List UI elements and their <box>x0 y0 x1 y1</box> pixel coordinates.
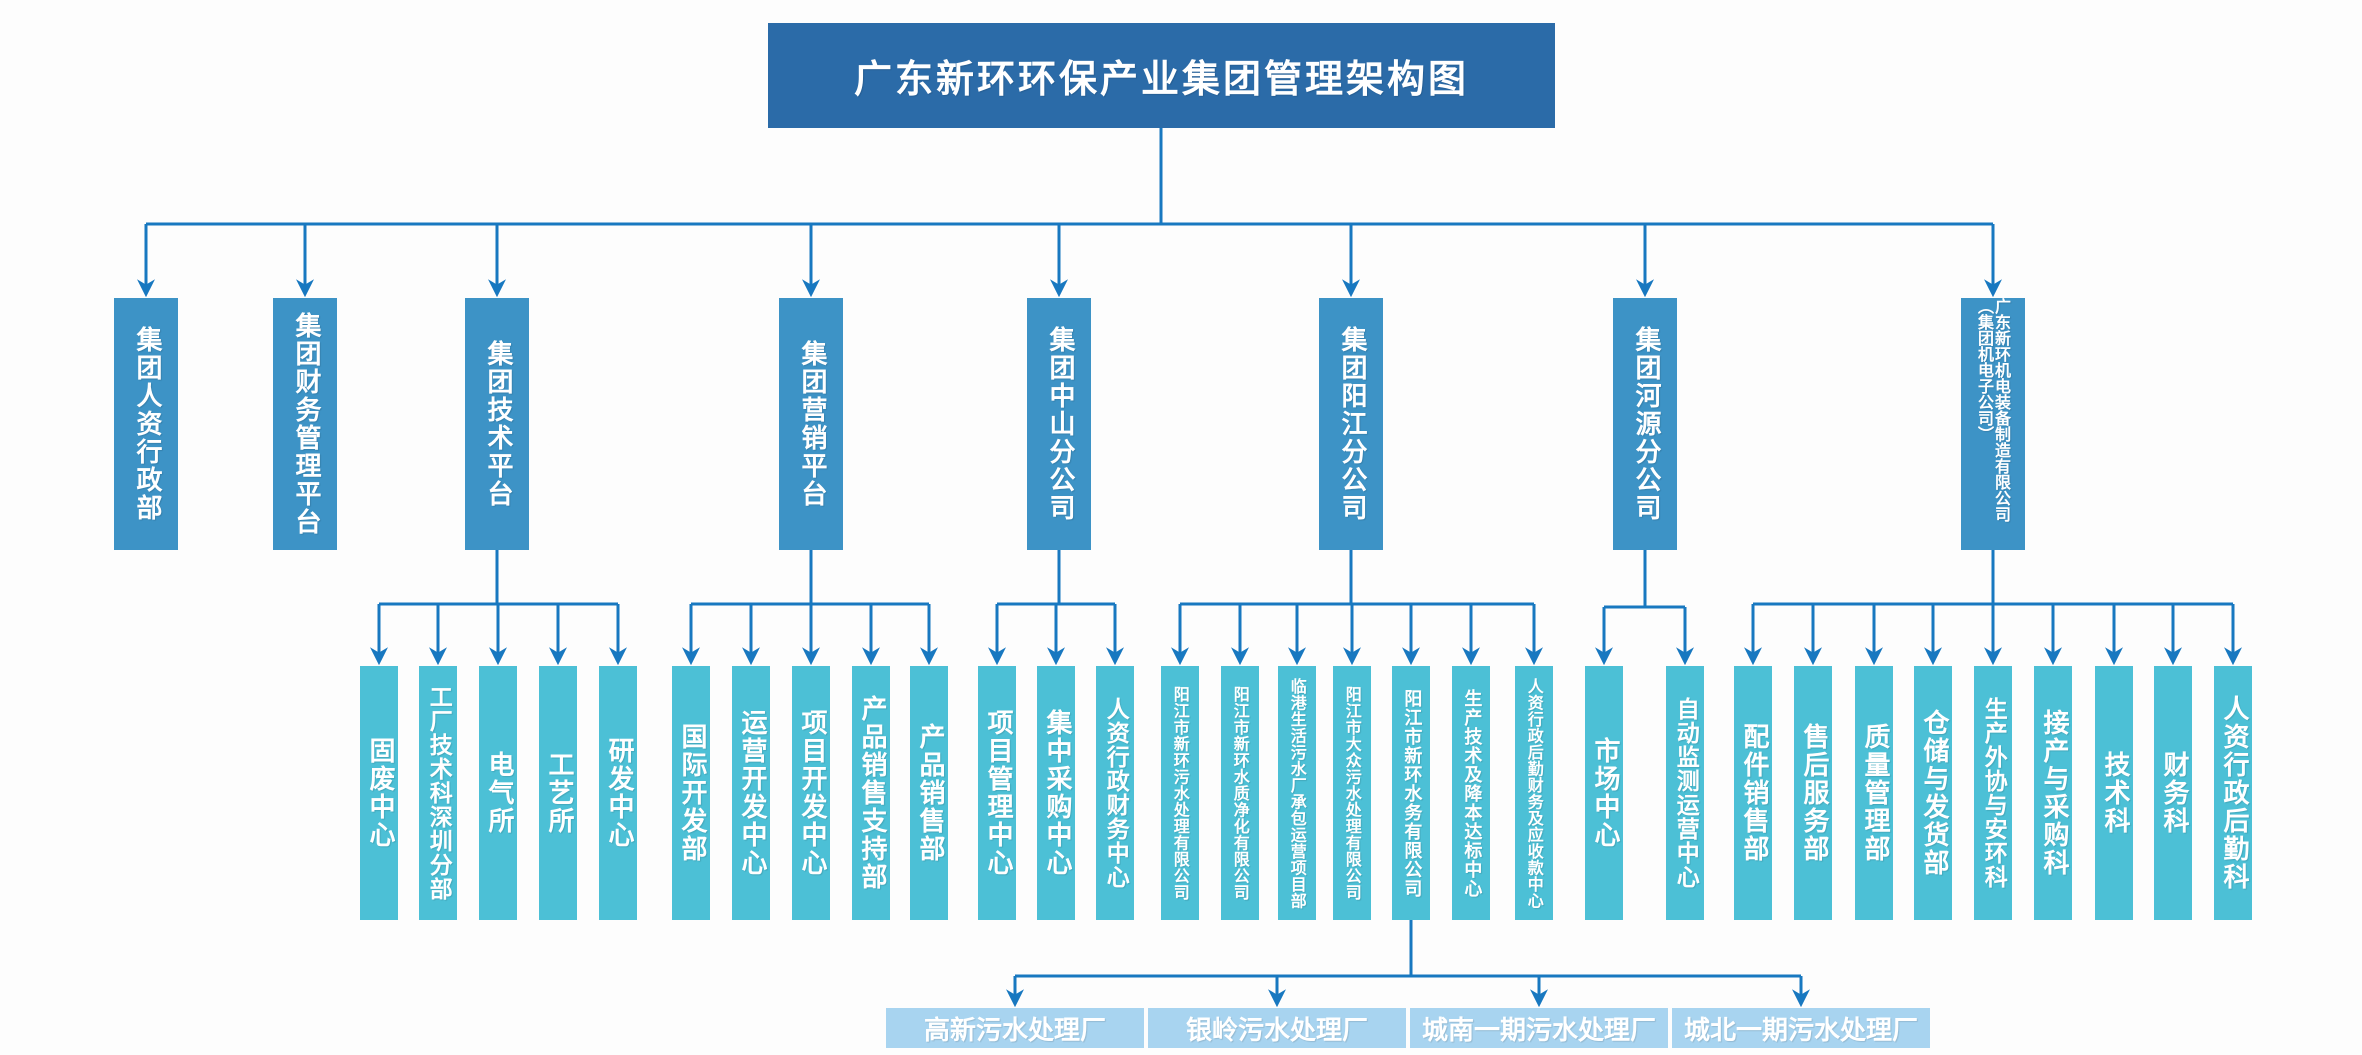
org-dept-label: 质量管理部 <box>1859 723 1890 863</box>
org-dept-label: 产品销售支持部 <box>856 695 887 891</box>
org-dept-equipment-4: 仓储与发货部 <box>1914 666 1952 920</box>
org-dept-yangjiang-1: 阳江市新环污水处理有限公司 <box>1161 666 1199 920</box>
org-dept-marketing-5: 产品销售部 <box>910 666 948 920</box>
org-dept-label: 电气所 <box>483 751 514 835</box>
org-dept-label: 阳江市大众污水处理有限公司 <box>1342 685 1362 901</box>
org-dept-label: 项目开发中心 <box>796 709 827 877</box>
org-branch-label: 集团技术平台 <box>482 340 513 508</box>
org-dept-label: 自动监测运营中心 <box>1672 697 1699 889</box>
org-dept-label: 接产与采购科 <box>2038 709 2069 877</box>
org-plant-label: 城北一期污水处理厂 <box>1683 1015 1918 1046</box>
org-dept-yangjiang-4: 阳江市大众污水处理有限公司 <box>1333 666 1371 920</box>
org-dept-label: 产品销售部 <box>914 723 945 863</box>
org-plant-label: 城南一期污水处理厂 <box>1421 1015 1656 1046</box>
org-branch-marketing-platform: 集团营销平台 <box>779 298 843 550</box>
org-dept-yangjiang-3: 临港生活污水厂承包运营项目部 <box>1278 666 1316 920</box>
org-plant-label: 高新污水处理厂 <box>923 1015 1106 1046</box>
org-dept-tech-1: 固废中心 <box>360 666 398 920</box>
org-dept-heyuan-1: 市场中心 <box>1585 666 1623 920</box>
org-dept-label: 工艺所 <box>543 751 574 835</box>
org-plant-label: 银岭污水处理厂 <box>1185 1015 1368 1046</box>
org-dept-label: 国际开发部 <box>676 723 707 863</box>
org-dept-label: 临港生活污水厂承包运营项目部 <box>1287 677 1307 909</box>
org-dept-label: 阳江市新环水务有限公司 <box>1401 688 1423 898</box>
chart-title: 广东新环环保产业集团管理架构图 <box>853 57 1469 101</box>
org-dept-zhongshan-2: 集中采购中心 <box>1037 666 1075 920</box>
org-dept-tech-2: 工厂技术科深圳分部 <box>419 666 457 920</box>
org-dept-label: 生产技术及降本达标中心 <box>1461 688 1483 898</box>
org-dept-marketing-1: 国际开发部 <box>672 666 710 920</box>
org-dept-marketing-3: 项目开发中心 <box>792 666 830 920</box>
org-dept-label: 生产外协与安环科 <box>1980 697 2007 889</box>
org-dept-tech-5: 研发中心 <box>599 666 637 920</box>
org-plant-4: 城北一期污水处理厂 <box>1672 1008 1930 1048</box>
org-dept-label: 人资行政财务中心 <box>1102 697 1129 889</box>
org-branch-label: 集团财务管理平台 <box>290 312 321 536</box>
org-dept-heyuan-2: 自动监测运营中心 <box>1666 666 1704 920</box>
org-dept-label: 工厂技术科深圳分部 <box>425 685 452 901</box>
org-dept-label: 售后服务部 <box>1798 723 1829 863</box>
org-dept-equipment-9: 人资行政后勤科 <box>2214 666 2252 920</box>
org-plant-2: 银岭污水处理厂 <box>1148 1008 1406 1048</box>
org-branch-tech-platform: 集团技术平台 <box>465 298 529 550</box>
org-branch-label: 广东新环机电装备制造有限公司（集团机电子公司） <box>1975 298 2011 522</box>
org-dept-equipment-3: 质量管理部 <box>1855 666 1893 920</box>
org-branch-label: 集团阳江分公司 <box>1336 326 1367 522</box>
org-dept-equipment-2: 售后服务部 <box>1794 666 1832 920</box>
org-dept-label: 项目管理中心 <box>982 709 1013 877</box>
org-dept-label: 技术科 <box>2099 751 2130 835</box>
org-dept-label: 人资行政后勤财务及应收款中心 <box>1524 677 1544 909</box>
org-dept-yangjiang-5: 阳江市新环水务有限公司 <box>1392 666 1430 920</box>
org-dept-tech-3: 电气所 <box>479 666 517 920</box>
org-dept-marketing-4: 产品销售支持部 <box>852 666 890 920</box>
org-dept-label: 固废中心 <box>364 737 395 849</box>
org-dept-equipment-1: 配件销售部 <box>1734 666 1772 920</box>
org-dept-equipment-5: 生产外协与安环科 <box>1974 666 2012 920</box>
org-dept-equipment-8: 财务科 <box>2154 666 2192 920</box>
org-branch-finance-platform: 集团财务管理平台 <box>273 298 337 550</box>
org-branch-hr-admin: 集团人资行政部 <box>114 298 178 550</box>
org-plant-3: 城南一期污水处理厂 <box>1410 1008 1668 1048</box>
org-dept-label: 财务科 <box>2158 751 2189 835</box>
org-dept-yangjiang-6: 生产技术及降本达标中心 <box>1452 666 1490 920</box>
org-dept-label: 人资行政后勤科 <box>2218 695 2249 891</box>
org-dept-label: 集中采购中心 <box>1041 709 1072 877</box>
org-dept-label: 配件销售部 <box>1738 723 1769 863</box>
org-dept-equipment-7: 技术科 <box>2095 666 2133 920</box>
org-branch-label: 集团中山分公司 <box>1044 326 1075 522</box>
org-dept-marketing-2: 运营开发中心 <box>732 666 770 920</box>
org-plant-1: 高新污水处理厂 <box>886 1008 1144 1048</box>
chart-title-box: 广东新环环保产业集团管理架构图 <box>768 23 1555 128</box>
org-dept-label: 仓储与发货部 <box>1918 709 1949 877</box>
org-dept-label: 阳江市新环污水处理有限公司 <box>1170 685 1190 901</box>
org-branch-yangjiang: 集团阳江分公司 <box>1319 298 1383 550</box>
org-branch-equipment-company: 广东新环机电装备制造有限公司（集团机电子公司） <box>1961 298 2025 550</box>
org-branch-label: 集团河源分公司 <box>1630 326 1661 522</box>
org-dept-yangjiang-7: 人资行政后勤财务及应收款中心 <box>1515 666 1553 920</box>
org-dept-label: 研发中心 <box>603 737 634 849</box>
org-dept-tech-4: 工艺所 <box>539 666 577 920</box>
org-dept-zhongshan-1: 项目管理中心 <box>978 666 1016 920</box>
org-branch-label: 集团人资行政部 <box>131 326 162 522</box>
org-branch-label: 集团营销平台 <box>796 340 827 508</box>
org-dept-label: 运营开发中心 <box>736 709 767 877</box>
org-branch-zhongshan: 集团中山分公司 <box>1027 298 1091 550</box>
org-branch-heyuan: 集团河源分公司 <box>1613 298 1677 550</box>
org-dept-label: 市场中心 <box>1589 737 1620 849</box>
org-dept-label: 阳江市新环水质净化有限公司 <box>1230 685 1250 901</box>
org-dept-zhongshan-3: 人资行政财务中心 <box>1096 666 1134 920</box>
org-dept-yangjiang-2: 阳江市新环水质净化有限公司 <box>1221 666 1259 920</box>
org-dept-equipment-6: 接产与采购科 <box>2034 666 2072 920</box>
